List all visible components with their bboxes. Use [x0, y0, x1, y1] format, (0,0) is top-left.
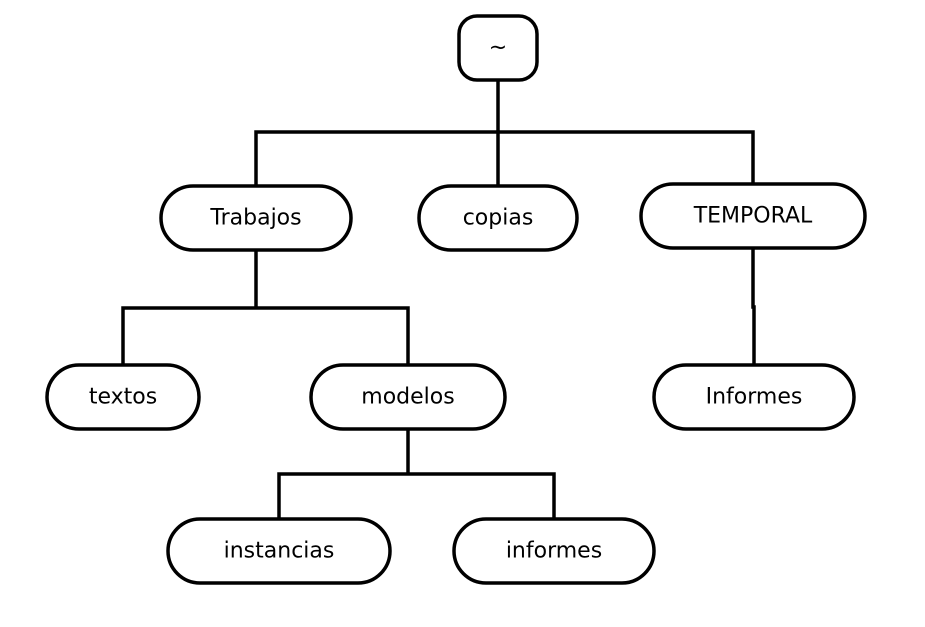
node-label-root: ~ — [489, 36, 507, 61]
connector-trabajos — [121, 248, 410, 367]
node-informes-temporal: Informes — [652, 363, 856, 431]
connector-modelos — [277, 427, 556, 521]
node-box-temporal — [639, 182, 867, 250]
node-label-temporal: TEMPORAL — [693, 204, 813, 229]
node-label-copias: copias — [463, 206, 534, 231]
tree-nodes: ~ Trabajos copias TEMPORAL textos modelos Info… — [45, 14, 867, 585]
node-box-informes-temporal — [652, 363, 856, 431]
node-box-instancias — [166, 517, 392, 585]
node-instancias: instancias — [166, 517, 392, 585]
node-informes-modelos: informes — [452, 517, 656, 585]
node-box-informes-modelos — [452, 517, 656, 585]
node-label-informes-modelos: informes — [506, 539, 602, 564]
connector-temporal — [751, 246, 756, 367]
node-box-root — [457, 14, 539, 82]
node-textos: textos — [45, 363, 201, 431]
node-label-modelos: modelos — [361, 385, 454, 410]
node-box-modelos — [309, 363, 507, 431]
node-label-textos: textos — [89, 385, 157, 410]
tree-connectors — [121, 78, 756, 521]
node-trabajos: Trabajos — [159, 184, 353, 252]
node-label-informes-temporal: Informes — [706, 385, 803, 410]
node-box-trabajos — [159, 184, 353, 252]
node-modelos: modelos — [309, 363, 507, 431]
node-temporal: TEMPORAL — [639, 182, 867, 250]
node-copias: copias — [417, 184, 579, 252]
node-box-copias — [417, 184, 579, 252]
node-label-trabajos: Trabajos — [209, 206, 301, 231]
node-root: ~ — [457, 14, 539, 82]
node-box-textos — [45, 363, 201, 431]
connector-root — [254, 78, 755, 188]
node-label-instancias: instancias — [224, 539, 335, 564]
